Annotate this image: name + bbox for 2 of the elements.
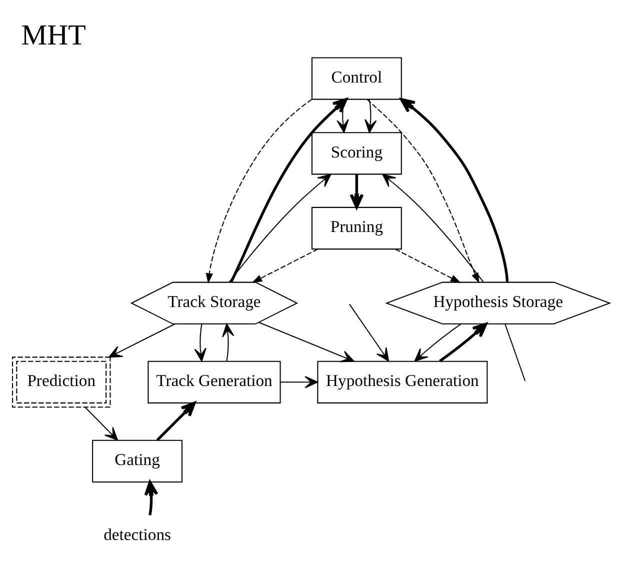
diagram-title: MHT bbox=[21, 20, 86, 52]
node-text: detections bbox=[104, 524, 171, 544]
